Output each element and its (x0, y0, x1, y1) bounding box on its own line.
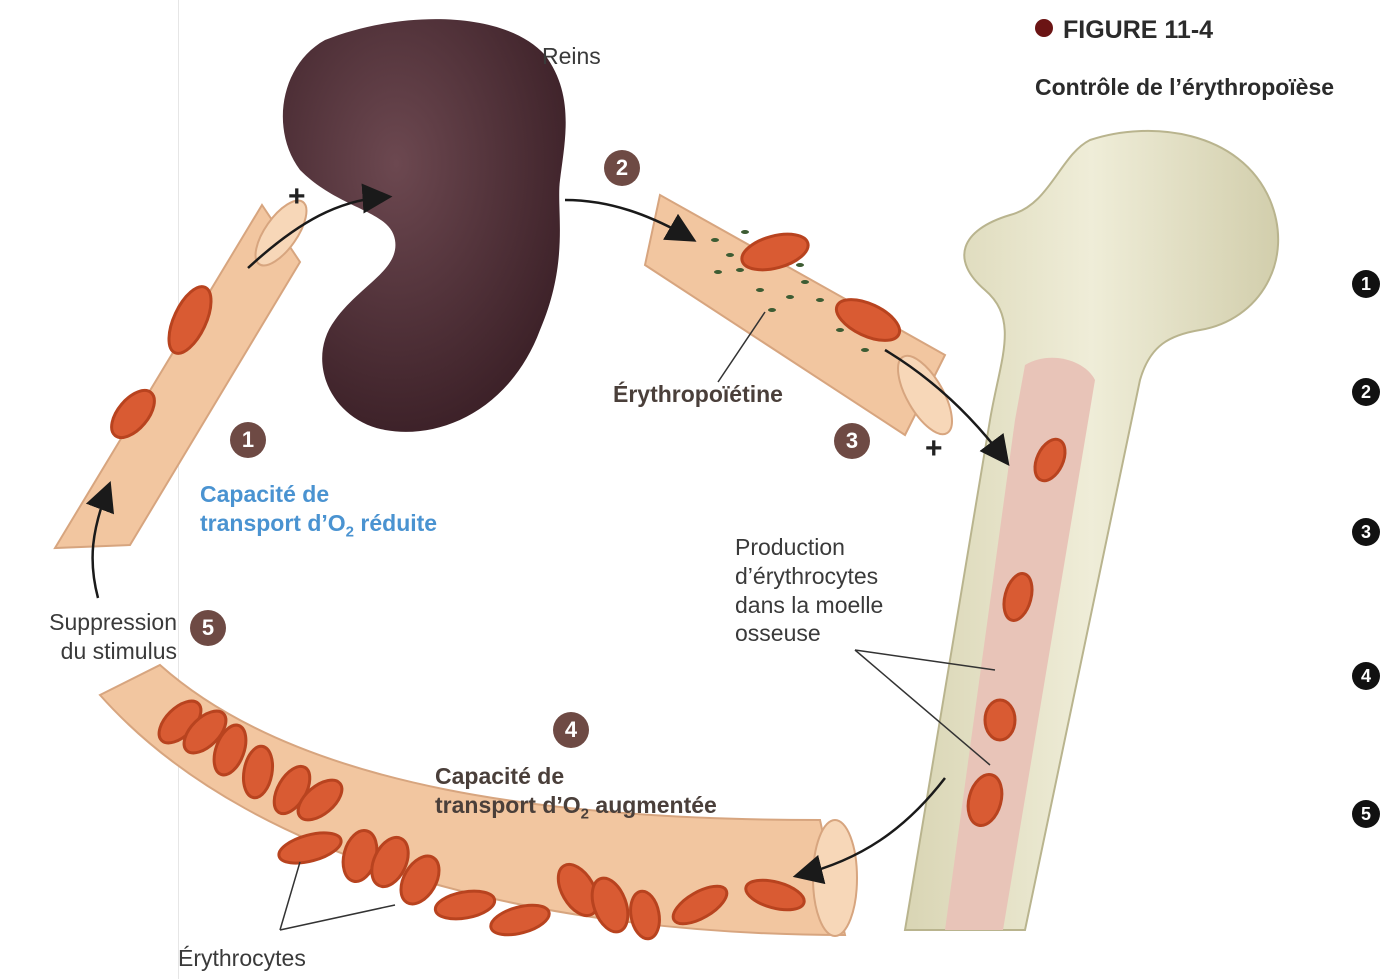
reduced-capacity-line2: transport d’O2 réduite (200, 509, 437, 542)
step-4-badge: 4 (553, 712, 589, 748)
reduced-capacity-line1: Capacité de (200, 480, 437, 509)
side-step-3: 3 (1352, 518, 1380, 546)
red-blood-cell (488, 900, 553, 941)
step-5-badge: 5 (190, 610, 226, 646)
red-blood-cell (985, 700, 1015, 740)
side-step-1: 1 (1352, 270, 1380, 298)
red-blood-cell (738, 228, 812, 277)
erythrocytes-label: Érythrocytes (178, 944, 306, 973)
side-step-5: 5 (1352, 800, 1380, 828)
increased-capacity-line1: Capacité de (435, 762, 717, 791)
suppression-label: Suppression du stimulus (12, 608, 177, 666)
reduced-capacity-label: Capacité de transport d’O2 réduite (200, 480, 437, 542)
kidney-label: Reins (542, 42, 601, 71)
step-3-badge: 3 (834, 423, 870, 459)
epo-label: Érythropoïétine (613, 380, 783, 409)
red-blood-cell (433, 887, 497, 923)
side-step-4: 4 (1352, 662, 1380, 690)
increased-capacity-label: Capacité de transport d’O2 augmentée (435, 762, 717, 824)
erythrocytes-leader-line (280, 862, 300, 930)
kidney-icon (283, 19, 566, 432)
production-label: Production d’érythrocytes dans la moelle… (735, 533, 883, 648)
red-blood-cell (276, 827, 345, 869)
step-1-badge: 1 (230, 422, 266, 458)
erythrocytes-leader-line (280, 905, 395, 930)
plus-sign-kidney: + (288, 180, 306, 214)
side-step-2: 2 (1352, 378, 1380, 406)
bullet-icon (1035, 19, 1053, 37)
figure-title: FIGURE 11-4 (1035, 16, 1213, 45)
figure-subtitle: Contrôle de l’érythropoïèse (1035, 74, 1334, 101)
increased-capacity-line2: transport d’O2 augmentée (435, 791, 717, 824)
step-2-badge: 2 (604, 150, 640, 186)
plus-sign-marrow: + (925, 432, 943, 466)
femur-bone (905, 131, 1278, 930)
